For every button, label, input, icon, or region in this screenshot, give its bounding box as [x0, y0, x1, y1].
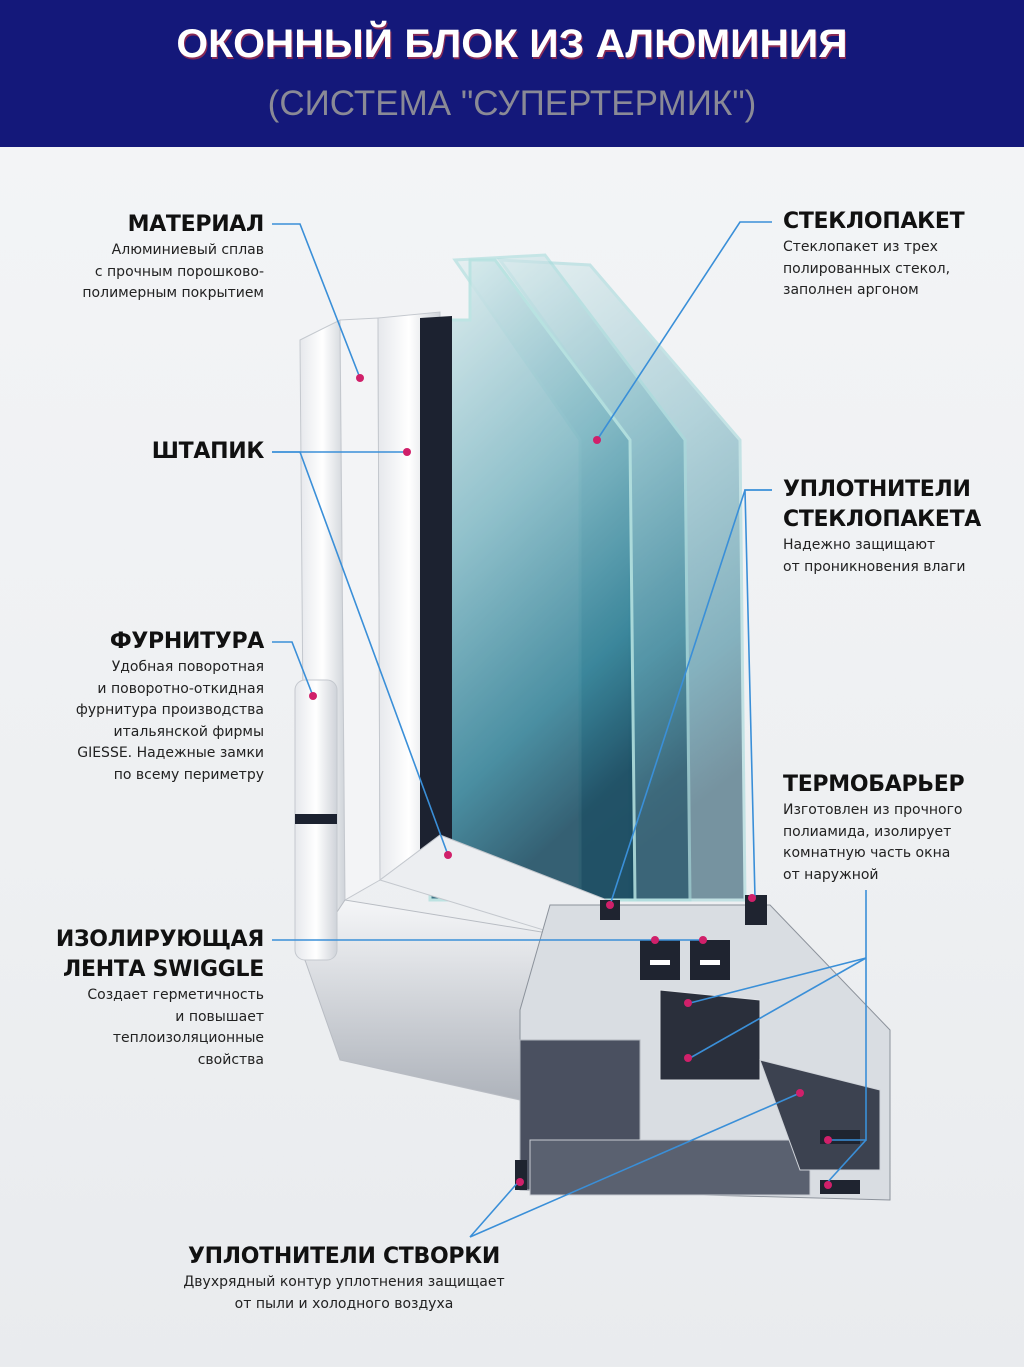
- label-text: от пыли и холодного воздуха: [234, 1295, 454, 1312]
- label-text: полированных стекол,: [783, 260, 951, 277]
- label-text: по всему периметру: [113, 766, 264, 783]
- label-text: от проникновения влаги: [783, 558, 966, 575]
- label-title: СТЕКЛОПАКЕТ: [783, 209, 965, 234]
- label-furnitura: ФУРНИТУРА Удобная поворотная и поворотно…: [76, 627, 264, 786]
- label-title: ТЕРМОБАРЬЕР: [783, 772, 965, 797]
- label-text: GIESSE. Надежные замки: [77, 745, 264, 761]
- label-text: комнатную часть окна: [783, 845, 951, 861]
- label-text: и поворотно-откидная: [97, 680, 264, 697]
- label-text: итальянской фирмы: [113, 723, 264, 740]
- label-material: МАТЕРИАЛ Алюминиевый сплав с прочным пор…: [82, 210, 264, 305]
- label-text: Надежно защищают: [783, 537, 936, 553]
- label-title: ШТАПИК: [151, 439, 265, 464]
- callout-dots: [309, 374, 832, 1189]
- label-text: Алюминиевый сплав: [111, 242, 264, 258]
- label-text: от наружной: [783, 866, 879, 883]
- label-glass-unit: СТЕКЛОПАКЕТ Стеклопакет из трех полирова…: [783, 207, 965, 302]
- label-title: СТЕКЛОПАКЕТА: [783, 507, 982, 532]
- label-shtapik: ШТАПИК: [151, 437, 265, 467]
- leader-lines: [272, 221, 867, 1238]
- aluminium-frame: [294, 311, 622, 1101]
- label-text: и повышает: [175, 1008, 264, 1025]
- label-title: ИЗОЛИРУЮЩАЯ: [55, 927, 264, 952]
- label-text: теплоизоляционные: [112, 1030, 264, 1046]
- label-text: свойства: [197, 1051, 264, 1068]
- label-text: заполнен аргоном: [783, 282, 919, 298]
- label-text: Удобная поворотная: [111, 659, 264, 675]
- label-sash-seals: УПЛОТНИТЕЛИ СТВОРКИ Двухрядный контур уп…: [144, 1242, 544, 1315]
- label-title: МАТЕРИАЛ: [127, 212, 265, 237]
- page-subtitle: (СИСТЕМА "СУПЕРТЕРМИК"): [267, 84, 757, 123]
- page-title: ОКОННЫЙ БЛОК ИЗ АЛЮМИНИЯ: [176, 22, 848, 66]
- label-text: полимерным покрытием: [82, 285, 264, 301]
- header-banner: ОКОННЫЙ БЛОК ИЗ АЛЮМИНИЯ (СИСТЕМА "СУПЕР…: [0, 0, 1024, 147]
- label-text: Создает герметичность: [87, 987, 264, 1003]
- label-swiggle-tape: ИЗОЛИРУЮЩАЯ ЛЕНТА SWIGGLE Создает гермет…: [56, 925, 264, 1071]
- label-title: УПЛОТНИТЕЛИ: [783, 477, 971, 502]
- label-title: УПЛОТНИТЕЛИ СТВОРКИ: [187, 1244, 500, 1269]
- glass-unit: [428, 253, 747, 902]
- label-thermobarrier: ТЕРМОБАРЬЕР Изготовлен из прочного полиа…: [783, 770, 965, 886]
- label-text: полиамида, изолирует: [783, 823, 952, 840]
- label-text: Изготовлен из прочного: [783, 802, 963, 818]
- label-text: Стеклопакет из трех: [783, 239, 938, 255]
- label-text: фурнитура производства: [75, 702, 264, 718]
- label-title: ФУРНИТУРА: [109, 629, 264, 654]
- label-text: Двухрядный контур уплотнения защищает: [183, 1274, 505, 1290]
- label-title: ЛЕНТА SWIGGLE: [63, 957, 264, 982]
- label-glass-seals: УПЛОТНИТЕЛИ СТЕКЛОПАКЕТА Надежно защищаю…: [783, 475, 981, 578]
- label-text: с прочным порошково-: [94, 263, 264, 280]
